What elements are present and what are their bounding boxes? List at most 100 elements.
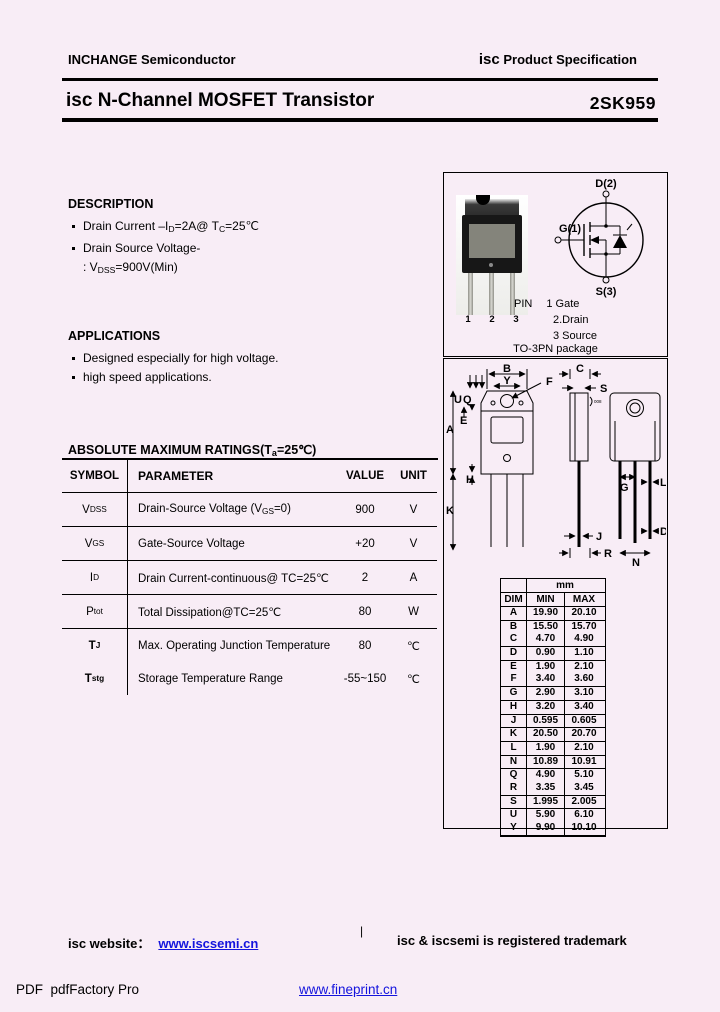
part-number: 2SK959 <box>589 93 656 113</box>
page-title: isc N-Channel MOSFET Transistor <box>66 90 375 111</box>
pin-entry: 2.Drain <box>553 314 589 326</box>
dim-unit-header: mm <box>526 579 603 592</box>
min-cell: 10.89 <box>526 755 564 769</box>
dim-cell: L <box>510 741 517 753</box>
dim-cell: Y <box>510 822 517 833</box>
max-cell: 20.70 <box>564 728 603 741</box>
value-cell: 80 <box>358 605 372 618</box>
parameter-cell: Gate-Source Voltage <box>138 537 245 550</box>
max-cell: 3.40 <box>564 700 603 714</box>
terminal-label-gate: G(1) <box>559 223 581 235</box>
applications-heading: APPLICATIONS <box>68 329 161 343</box>
spec-header: isc Product Specification <box>479 51 637 68</box>
parameter-cell: Max. Operating Junction Temperature <box>138 639 331 652</box>
parameter-cell: Storage Temperature Range <box>138 672 283 685</box>
max-cell: 20.10 <box>564 607 603 620</box>
package-lead <box>468 273 473 315</box>
package-photo-label <box>469 224 515 258</box>
min-cell: 1.90 <box>526 741 564 755</box>
dim-label-n: N <box>632 557 640 569</box>
parameter-cell: Drain Current-continuous@ TC=25℃ <box>138 572 329 585</box>
package-photo-body <box>462 215 522 273</box>
dim-header-blank <box>501 579 526 592</box>
applications-item: Designed especially for high voltage. <box>68 349 428 368</box>
unit-cell: V <box>409 537 418 550</box>
max-cell: 3.45 <box>564 781 603 795</box>
col-header-unit: UNIT <box>400 470 427 482</box>
page-separator: | <box>360 924 364 938</box>
value-cell: 900 <box>355 503 375 516</box>
min-cell: 19.90 <box>526 607 564 620</box>
dim-label-u: U <box>454 394 462 406</box>
description-item-text: Drain Current –ID=2A@ TC=25℃ <box>83 219 260 234</box>
pin-label: PIN <box>514 298 533 310</box>
parameter-cell: Total Dissipation@TC=25℃ <box>138 606 282 619</box>
pin-entry: 1 Gate <box>546 298 580 310</box>
applications-item-text: high speed applications. <box>83 370 212 384</box>
table-header-row: SYMBOL PARAMETER VALUE UNIT <box>62 460 437 493</box>
dim-cell: J <box>510 714 517 726</box>
bullet-icon <box>72 225 75 228</box>
min-cell: 4.70 <box>526 633 564 647</box>
lead-numbers: 1 2 3 <box>456 314 528 325</box>
dim-cell: U <box>509 809 518 821</box>
pin-assignment: PIN 1 Gate 2.Drain 3 Source <box>514 296 597 344</box>
iscsemi-link[interactable]: www.iscsemi.cn <box>158 936 259 951</box>
value-cell: 2 <box>361 571 369 584</box>
package-lead <box>510 273 515 315</box>
col-header-max: MAX <box>564 593 603 606</box>
pin-entry: 3 Source <box>553 330 598 342</box>
dim-cell: F <box>510 673 517 685</box>
description-item-text: Drain Source Voltage- <box>83 241 201 255</box>
ratings-heading: ABSOLUTE MAXIMUM RATINGS(Ta=25℃) <box>68 443 317 458</box>
spec-header-rest: Product Specification <box>499 52 637 67</box>
description-item: Drain Current –ID=2A@ TC=25℃ <box>68 217 428 239</box>
dim-label-j: J <box>596 531 602 543</box>
unit-cell: V <box>409 503 418 516</box>
lead-number: 3 <box>513 314 519 325</box>
angle-note: 008 <box>594 399 602 404</box>
value-cell: 80 <box>358 639 372 652</box>
dim-cell: G <box>509 687 518 699</box>
package-name: TO-3PN package <box>513 343 598 355</box>
min-cell: 9.90 <box>526 822 564 835</box>
max-cell: 2.10 <box>564 660 603 674</box>
min-cell: 4.90 <box>526 769 564 782</box>
footer-website: isc website：www.iscsemi.cn <box>68 933 258 952</box>
trademark-note: isc & iscsemi is registered trademark <box>397 933 627 948</box>
dim-cell: H <box>509 700 518 712</box>
value-cell: -55~150 <box>343 672 387 685</box>
outline-drawing-box: B Y F U Q E A H K C <box>443 358 668 837</box>
max-cell: 0.605 <box>564 714 603 728</box>
unit-cell: W <box>408 605 419 618</box>
dim-label-r: R <box>604 548 612 560</box>
min-cell: 2.90 <box>526 687 564 700</box>
package-lead <box>489 273 494 315</box>
max-cell: 2.005 <box>564 795 603 809</box>
pdf-creator-note: PDF pdfFactory Pro <box>16 982 140 997</box>
min-cell: 3.20 <box>526 700 564 714</box>
applications-item: high speed applications. <box>68 368 428 387</box>
max-cell: 3.60 <box>564 673 603 687</box>
min-cell: 15.50 <box>526 620 564 634</box>
fineprint-link[interactable]: www.fineprint.cn <box>299 982 398 997</box>
